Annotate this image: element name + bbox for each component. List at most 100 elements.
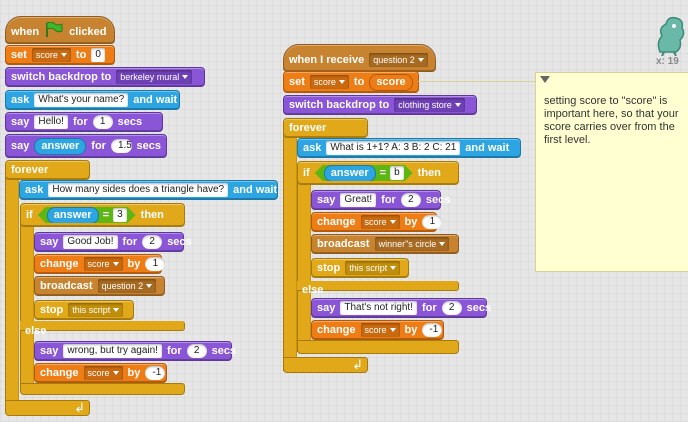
- equals-operator[interactable]: answer = 3: [38, 207, 136, 223]
- say-good-job-block[interactable]: say Good Job! for 2 secs: [34, 232, 192, 252]
- backdrop-name: clothing store: [398, 100, 452, 110]
- ask-math-block[interactable]: ask What is 1+1? A: 3 B: 2 C: 21 and wai…: [297, 138, 521, 158]
- equals-operator[interactable]: answer = b: [315, 165, 413, 181]
- variable-dropdown[interactable]: score: [83, 366, 123, 380]
- sprite-x-coordinate: x: 19: [656, 56, 679, 67]
- forever-block[interactable]: forever: [5, 160, 90, 180]
- say-text-input[interactable]: Hello!: [34, 115, 68, 129]
- variable-dropdown[interactable]: score: [83, 257, 123, 271]
- stop-block-2[interactable]: stop this script: [311, 258, 409, 278]
- dropdown-arrow-icon: [454, 103, 461, 107]
- answer-reporter[interactable]: answer: [34, 137, 87, 155]
- set-score-block[interactable]: set score to 0: [5, 45, 115, 65]
- variable-name: score: [87, 259, 110, 269]
- forever-label: forever: [289, 122, 327, 134]
- when-i-receive-hat[interactable]: when I receive question 2: [283, 44, 436, 72]
- change-score-block[interactable]: change score by 1: [34, 254, 166, 274]
- by-label: by: [404, 324, 418, 336]
- say-wrong-block[interactable]: say wrong, but try again! for 2 secs: [34, 341, 236, 361]
- change-value-input[interactable]: 1: [145, 257, 166, 271]
- variable-dropdown[interactable]: score: [360, 323, 400, 337]
- set-label: set: [289, 76, 305, 88]
- secs-label: secs: [211, 345, 237, 357]
- comment-note[interactable]: setting score to "score" is important he…: [535, 72, 688, 272]
- say-text-input[interactable]: That's not right!: [340, 301, 417, 315]
- message-dropdown[interactable]: question 2: [369, 52, 428, 67]
- for-label: for: [381, 194, 396, 206]
- broadcast-block[interactable]: broadcast question 2: [34, 276, 165, 296]
- secs-input[interactable]: 1: [92, 115, 113, 129]
- ask-label: ask: [25, 184, 44, 196]
- dropdown-arrow-icon: [338, 80, 345, 84]
- backdrop-dropdown[interactable]: berkeley mural: [116, 70, 193, 84]
- set-score-block-2[interactable]: set score to score: [283, 71, 419, 93]
- secs-input[interactable]: 2: [400, 193, 421, 207]
- stop-block[interactable]: stop this script: [34, 300, 134, 320]
- say-answer-block[interactable]: say answer for 1.5 secs: [5, 134, 167, 158]
- else-label-row-2: else: [297, 280, 357, 300]
- secs-label: secs: [167, 236, 192, 248]
- ask-text-input[interactable]: What's your name?: [34, 93, 129, 107]
- variable-dropdown[interactable]: score: [31, 48, 71, 62]
- variable-name: score: [35, 50, 58, 60]
- stop-label: stop: [40, 304, 64, 316]
- collapse-triangle-icon[interactable]: [540, 76, 550, 83]
- secs-input[interactable]: 2: [441, 301, 462, 315]
- change-score-negative-block[interactable]: change score by -1: [34, 363, 167, 383]
- ask-text-input[interactable]: How many sides does a triangle have?: [48, 183, 229, 197]
- secs-input[interactable]: 1.5: [110, 139, 132, 153]
- set-value-input[interactable]: 0: [91, 48, 105, 62]
- sprite-thumbnail-icon[interactable]: [652, 12, 688, 59]
- compare-value-input[interactable]: b: [390, 166, 404, 180]
- say-label: say: [40, 345, 59, 357]
- say-text-input[interactable]: Great!: [340, 193, 377, 207]
- switch-backdrop-block[interactable]: switch backdrop to berkeley mural: [5, 67, 205, 87]
- if-else-block-2[interactable]: if answer = b then: [297, 161, 459, 185]
- message-name: winner"s circle: [378, 239, 437, 249]
- message-dropdown[interactable]: winner"s circle: [374, 237, 450, 251]
- change-value-input[interactable]: -1: [422, 323, 443, 337]
- secs-input[interactable]: 2: [186, 344, 207, 358]
- message-dropdown[interactable]: question 2: [97, 279, 157, 293]
- secs-input[interactable]: 2: [142, 235, 163, 249]
- answer-reporter[interactable]: answer: [324, 165, 376, 182]
- variable-dropdown[interactable]: score: [309, 75, 349, 89]
- and-wait-label: and wait: [233, 184, 278, 196]
- stop-option-dropdown[interactable]: this script: [68, 303, 124, 317]
- change-score-negative-block-2[interactable]: change score by -1: [311, 320, 444, 340]
- forever-block-2[interactable]: forever: [283, 118, 368, 138]
- say-text-input[interactable]: wrong, but try again!: [63, 344, 162, 358]
- switch-backdrop-label: switch backdrop to: [289, 99, 390, 111]
- say-hello-block[interactable]: say Hello! for 1 secs: [5, 112, 163, 132]
- dropdown-arrow-icon: [389, 220, 396, 224]
- score-reporter[interactable]: score: [369, 73, 413, 91]
- when-flag-clicked-hat[interactable]: when clicked: [5, 16, 115, 44]
- ask-triangle-block[interactable]: ask How many sides does a triangle have?…: [19, 180, 278, 200]
- else-label-row: else: [20, 321, 80, 341]
- variable-name: score: [313, 77, 336, 87]
- compare-value-input[interactable]: 3: [113, 208, 127, 222]
- switch-backdrop-block-2[interactable]: switch backdrop to clothing store: [283, 95, 477, 115]
- by-label: by: [404, 216, 418, 228]
- broadcast-block-2[interactable]: broadcast winner"s circle: [311, 234, 459, 254]
- ask-text-input[interactable]: What is 1+1? A: 3 B: 2 C: 21: [326, 141, 461, 155]
- stop-option-dropdown[interactable]: this script: [345, 261, 401, 275]
- if-else-block[interactable]: if answer = 3 then: [20, 203, 185, 227]
- variable-dropdown[interactable]: score: [360, 215, 400, 229]
- forever-bottom[interactable]: ↲: [5, 400, 90, 416]
- broadcast-label: broadcast: [317, 238, 370, 250]
- say-great-block[interactable]: say Great! for 2 secs: [311, 190, 450, 210]
- change-score-block-2[interactable]: change score by 1: [311, 212, 443, 232]
- forever-bottom-2[interactable]: ↲: [283, 357, 368, 373]
- message-name: question 2: [101, 281, 144, 291]
- say-text-input[interactable]: Good Job!: [63, 235, 118, 249]
- backdrop-dropdown[interactable]: clothing store: [394, 98, 465, 112]
- say-not-right-block[interactable]: say That's not right! for 2 secs: [311, 298, 491, 318]
- ask-name-block[interactable]: ask What's your name? and wait: [5, 90, 180, 110]
- change-value-input[interactable]: -1: [145, 366, 166, 380]
- comment-connector-line: [418, 81, 536, 82]
- when-label: when: [11, 25, 40, 38]
- answer-reporter[interactable]: answer: [47, 207, 99, 224]
- change-value-input[interactable]: 1: [422, 215, 443, 229]
